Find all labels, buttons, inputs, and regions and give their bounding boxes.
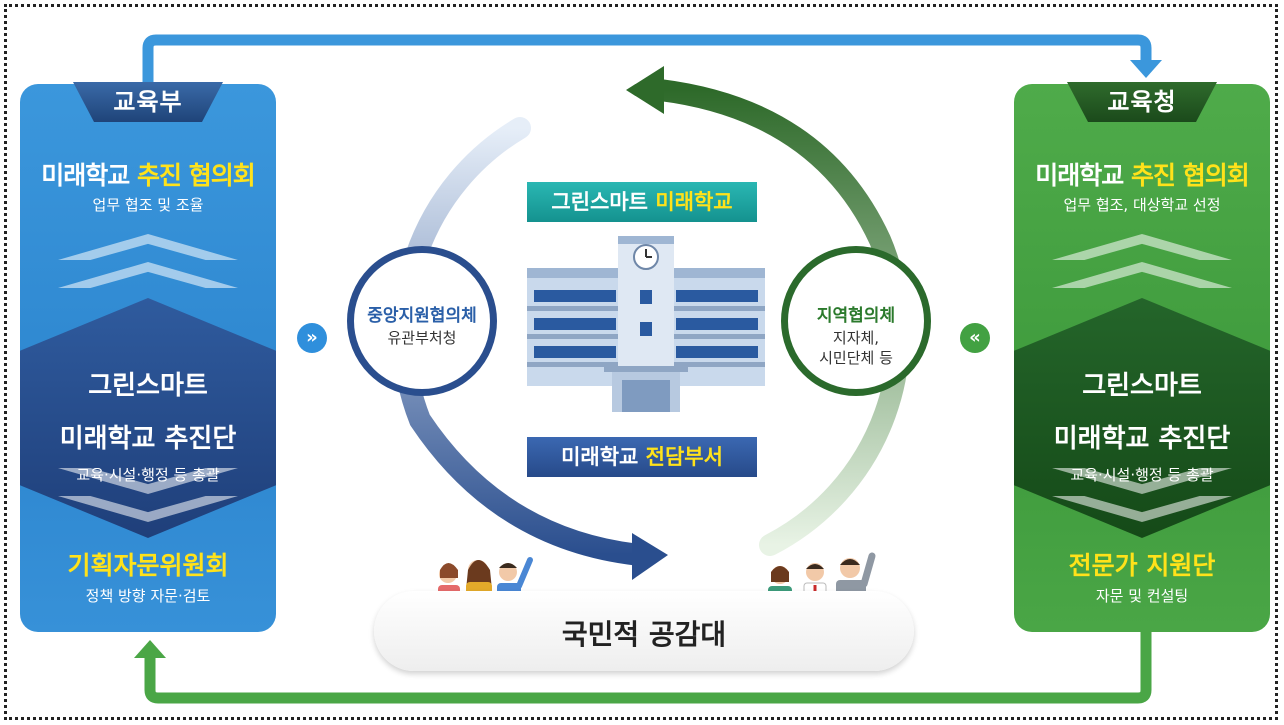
green-smart-school-banner: 그린스마트 미래학교 bbox=[527, 182, 757, 222]
ministry-core-hexagon: 그린스마트 미래학교 추진단 교육·시설·행정 등 총괄 bbox=[20, 298, 276, 538]
banner-top-a: 그린스마트 bbox=[551, 190, 648, 214]
office-council-title: 미래학교 추진 협의회 bbox=[1014, 156, 1270, 192]
regional-council-sub-line2: 시민단체 등 bbox=[819, 349, 893, 367]
public-consensus-text: 국민적 공감대 bbox=[561, 618, 727, 651]
central-support-title: 중앙지원협의체 bbox=[367, 306, 477, 326]
office-council-subtitle: 업무 협조, 대상학교 선정 bbox=[1063, 196, 1221, 214]
dedicated-department-banner: 미래학교 전담부서 bbox=[527, 437, 757, 477]
central-support-circle: 중앙지원협의체 유관부처청 bbox=[347, 246, 497, 396]
office-council-title-a: 미래학교 bbox=[1035, 161, 1124, 190]
office-bottom-title: 전문가 지원단 bbox=[1068, 551, 1216, 580]
ministry-council-title-b: 추진 협의회 bbox=[137, 161, 256, 190]
ministry-bottom-sub: 정책 방향 자문·검토 bbox=[85, 587, 211, 605]
banner-bottom-a: 미래학교 bbox=[561, 445, 639, 469]
public-consensus-pill: 국민적 공감대 bbox=[374, 591, 914, 671]
ministry-core-line2: 미래학교 추진단 bbox=[59, 424, 237, 454]
ministry-council-title: 미래학교 추진 협의회 bbox=[20, 156, 276, 192]
regional-council-sub-line1: 지자체, bbox=[832, 329, 880, 347]
office-core-line2: 미래학교 추진단 bbox=[1053, 424, 1231, 454]
ministry-panel: 교육부 미래학교 추진 협의회 업무 협조 및 조율 그린스마트 미래학교 추진… bbox=[20, 82, 276, 632]
office-panel: 교육청 미래학교 추진 협의회 업무 협조, 대상학교 선정 그린스마트 미래학… bbox=[1014, 82, 1270, 632]
right-double-chevron-icon: » bbox=[297, 323, 327, 353]
school-building-icon bbox=[527, 236, 765, 412]
ministry-council-subtitle: 업무 협조 및 조율 bbox=[92, 196, 204, 214]
office-bottom-sub: 자문 및 컨설팅 bbox=[1095, 587, 1189, 605]
office-core-hexagon: 그린스마트 미래학교 추진단 교육·시설·행정 등 총괄 bbox=[1014, 298, 1270, 538]
up-chevron-icon bbox=[58, 262, 238, 288]
up-chevron-icon bbox=[58, 234, 238, 260]
office-core-line1: 그린스마트 bbox=[1082, 371, 1202, 401]
ministry-core-sub: 교육·시설·행정 등 총괄 bbox=[76, 466, 220, 484]
ministry-tab: 교육부 bbox=[73, 82, 223, 122]
dotted-frame bbox=[4, 4, 1278, 720]
office-core-sub: 교육·시설·행정 등 총괄 bbox=[1070, 466, 1214, 484]
up-chevron-icon bbox=[1052, 262, 1232, 288]
central-support-sub: 유관부처청 bbox=[387, 329, 457, 347]
banner-bottom-b: 전담부서 bbox=[645, 445, 723, 469]
top-connector-arrow bbox=[142, 34, 1162, 84]
regional-council-title: 지역협의체 bbox=[816, 306, 896, 326]
office-council-title-b: 추진 협의회 bbox=[1131, 161, 1250, 190]
ministry-core-line1: 그린스마트 bbox=[88, 371, 208, 401]
regional-council-circle: 지역협의체 지자체, 시민단체 등 bbox=[781, 246, 931, 396]
left-double-chevron-icon: « bbox=[960, 323, 990, 353]
up-chevron-icon bbox=[1052, 234, 1232, 260]
bottom-connector-arrow bbox=[134, 632, 1152, 704]
ministry-bottom-title: 기획자문위원회 bbox=[67, 551, 229, 580]
office-tab: 교육청 bbox=[1067, 82, 1217, 122]
regional-council-sub: 지자체, 시민단체 등 bbox=[788, 328, 924, 368]
banner-top-b: 미래학교 bbox=[655, 190, 733, 214]
ministry-council-title-a: 미래학교 bbox=[41, 161, 130, 190]
